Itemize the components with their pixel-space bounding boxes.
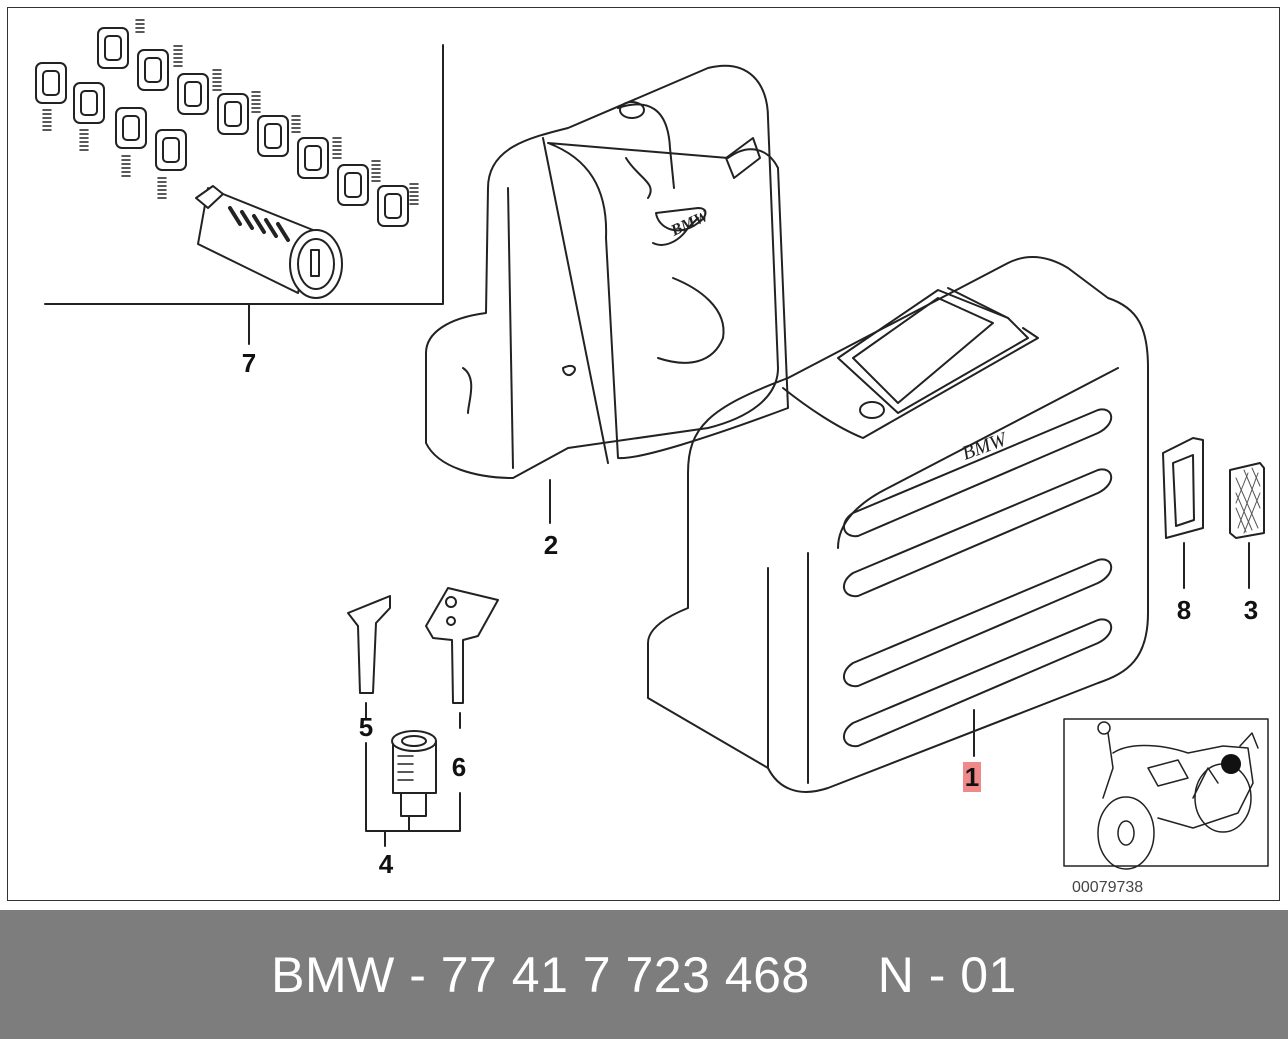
callout-3[interactable]: 3: [1243, 595, 1259, 625]
diagram-picture-id: 00079738: [1072, 879, 1144, 896]
reflector-parts: [1162, 437, 1265, 589]
callout-1[interactable]: 1: [963, 762, 981, 792]
part-number-label: BMW - 77 41 7 723 468: [271, 946, 810, 1003]
motorcycle-thumbnail: [1063, 718, 1269, 870]
hard-case-drawing: [647, 256, 1149, 793]
callout-4[interactable]: 4: [378, 849, 394, 879]
callout-2[interactable]: 2: [543, 530, 559, 560]
lock-set-group: [35, 19, 444, 345]
callout-5[interactable]: 5: [358, 712, 374, 742]
callout-8[interactable]: 8: [1176, 595, 1192, 625]
key-set-group: [347, 587, 499, 847]
inner-bag-drawing: [425, 64, 789, 524]
spring-icon: [42, 19, 419, 205]
caption-band: BMW - 77 41 7 723 468 N - 01: [0, 910, 1288, 1039]
lock-insert-icon: [35, 27, 409, 227]
parts-diagram: BMW BMW: [35, 19, 1269, 870]
callout-6[interactable]: 6: [451, 752, 467, 782]
parts-diagram-frame: BMW BMW 1 2 3 4 5 6 7 8 00079738: [7, 7, 1280, 901]
case-rib: [843, 408, 1113, 748]
lock-cylinder-icon: [195, 185, 343, 299]
callout-7[interactable]: 7: [241, 348, 257, 378]
caption: BMW - 77 41 7 723 468 N - 01: [0, 910, 1288, 1039]
lock-barrel-icon: [391, 730, 437, 817]
position-label: N - 01: [877, 946, 1017, 1003]
hard-case-brand-mark: BMW: [959, 428, 1012, 465]
